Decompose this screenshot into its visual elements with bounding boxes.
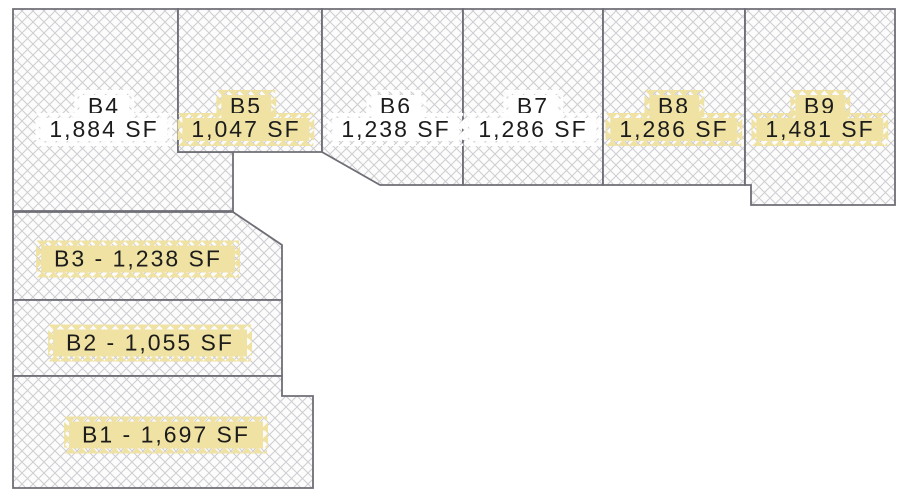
unit-b5-area: 1,047 SF	[178, 113, 315, 146]
unit-label-b3: B3 - 1,238 SF	[36, 240, 240, 278]
unit-b1-label: B1 - 1,697 SF	[65, 416, 267, 454]
unit-label-b1: B1 - 1,697 SF	[64, 416, 268, 454]
unit-b6-name: B6	[366, 90, 426, 123]
unit-label-b6: B6 1,238 SF	[327, 90, 466, 146]
unit-label-b5: B5 1,047 SF	[177, 90, 316, 146]
unit-b6-area: 1,238 SF	[328, 113, 465, 146]
unit-b7-area: 1,286 SF	[465, 113, 602, 146]
unit-label-b9: B9 1,481 SF	[751, 90, 890, 146]
unit-label-b7: B7 1,286 SF	[464, 90, 603, 146]
unit-label-b2: B2 - 1,055 SF	[48, 324, 252, 362]
unit-b9-area: 1,481 SF	[752, 113, 889, 146]
unit-b2-label: B2 - 1,055 SF	[49, 324, 251, 362]
unit-b3-label: B3 - 1,238 SF	[37, 240, 239, 278]
unit-label-b4: B4 1,884 SF	[35, 90, 174, 146]
unit-b4-area: 1,884 SF	[36, 113, 173, 146]
unit-b8-area: 1,286 SF	[606, 113, 743, 146]
unit-label-b8: B8 1,286 SF	[605, 90, 744, 146]
